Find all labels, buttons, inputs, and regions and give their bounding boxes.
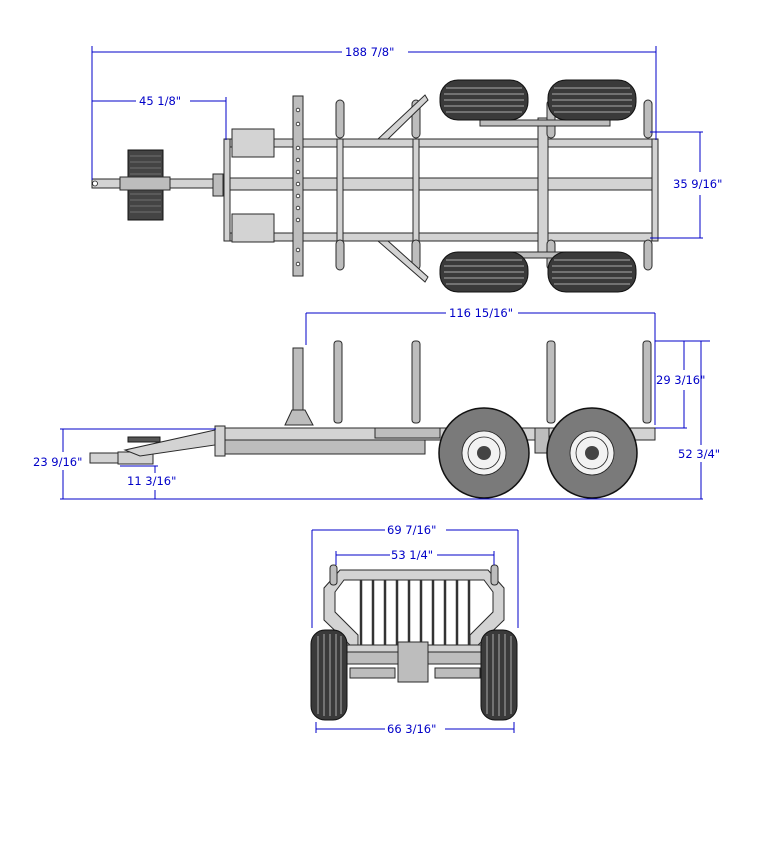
- tire-top-left-rear: [547, 79, 637, 121]
- dim-track-width: [315, 722, 515, 733]
- brace: [376, 240, 429, 283]
- stake: [643, 239, 653, 271]
- top-view: 188 7/8" 45 1/8" 35 9/16": [91, 45, 722, 293]
- center-hitch: [397, 641, 429, 683]
- crossmember: [336, 138, 344, 242]
- rear-bunk: [323, 569, 505, 649]
- dim-label-hitch-to-frame: 45 1/8": [139, 94, 181, 108]
- jack-side: [127, 436, 161, 443]
- dim-bunk-span: [305, 312, 656, 425]
- stake-side: [411, 340, 421, 424]
- dim-label-hitch-height-bottom: 11 3/16": [127, 474, 176, 488]
- dim-overall-length: [91, 46, 657, 180]
- axle-arm: [479, 119, 611, 127]
- dim-hitch-height-top: [60, 428, 216, 499]
- stake-side: [333, 340, 343, 424]
- rear-crossmember: [651, 138, 659, 242]
- dim-overall-height: [60, 341, 703, 500]
- crossmember: [412, 138, 420, 242]
- front-crossmember: [223, 138, 231, 242]
- dim-label-stake-height: 29 3/16": [656, 373, 705, 387]
- frame-rail-bottom: [225, 232, 657, 242]
- side-view: 116 15/16" 29 3/16" 52 3/4" 23 9/16" 11 …: [33, 306, 720, 500]
- tongue-side: [123, 429, 216, 457]
- center-beam: [225, 177, 657, 191]
- brace: [376, 94, 429, 140]
- dim-label-bunk-width: 53 1/4": [391, 548, 433, 562]
- front-bolster-side: [292, 347, 304, 411]
- rear-view: 69 7/16" 53 1/4" 66 3/16": [310, 523, 519, 736]
- dim-label-overall-width: 69 7/16": [387, 523, 436, 537]
- dim-frame-width: [650, 131, 703, 239]
- stake: [335, 99, 345, 139]
- hitch-clevis: [89, 452, 121, 464]
- hitch-eye: [92, 180, 98, 187]
- dim-stake-height: [655, 340, 710, 429]
- dim-label-frame-width: 35 9/16": [673, 177, 722, 191]
- tongue-coupler: [212, 173, 224, 197]
- bunk-slats: [359, 580, 471, 645]
- tire-rear-right: [480, 629, 518, 721]
- dim-label-overall-height: 52 3/4": [678, 447, 720, 461]
- stake-side: [642, 340, 652, 424]
- dim-hitch-height-bottom: [120, 465, 158, 499]
- axle-beam: [537, 117, 549, 259]
- wheel-side-front: [438, 407, 530, 499]
- frame-rail-top: [225, 138, 657, 148]
- axle-strut: [434, 667, 481, 679]
- dim-hitch-to-frame: [92, 97, 227, 140]
- stake-side: [546, 340, 556, 424]
- stake: [643, 99, 653, 139]
- bolster-plate: [284, 409, 314, 426]
- frame-side-lower: [224, 439, 426, 455]
- stake: [335, 239, 345, 271]
- tire-top-right-front: [439, 251, 529, 293]
- axle-strut: [349, 667, 396, 679]
- tire-top-right-rear: [547, 251, 637, 293]
- jack-mount: [119, 176, 171, 191]
- tire-top-left-front: [439, 79, 529, 121]
- dim-label-track-width: 66 3/16": [387, 722, 436, 736]
- dim-label-overall-length: 188 7/8": [345, 45, 394, 59]
- dim-label-bunk-span: 116 15/16": [449, 306, 513, 320]
- coupler-side: [214, 425, 226, 457]
- wheel-side-rear: [546, 407, 638, 499]
- dim-label-hitch-height-top: 23 9/16": [33, 455, 82, 469]
- stake-rear: [329, 564, 338, 586]
- dim-bunk-width: [335, 551, 495, 565]
- mount-plate: [231, 213, 275, 243]
- stake-rear: [490, 564, 499, 586]
- mount-plate: [231, 128, 275, 158]
- bunk-bracket: [374, 427, 441, 439]
- dim-overall-width: [311, 529, 519, 628]
- tire-rear-left: [310, 629, 348, 721]
